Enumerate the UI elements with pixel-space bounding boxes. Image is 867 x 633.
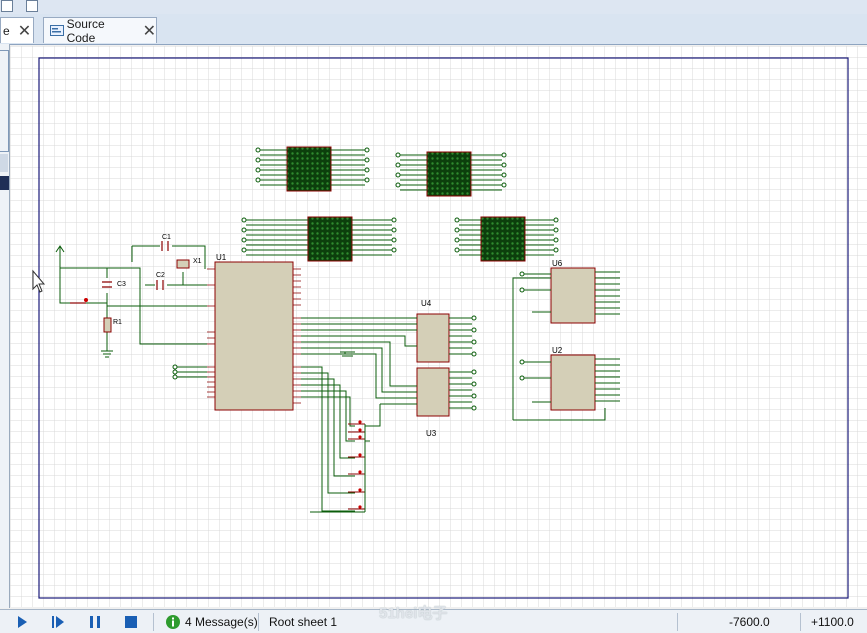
stop-icon[interactable] xyxy=(123,614,139,630)
tab-bar: e ✕ Source Code ✕ xyxy=(0,14,867,45)
capacitor-c1[interactable] xyxy=(161,241,169,251)
status-bar: 4 Message(s) Root sheet 1 51hei电子 -7600.… xyxy=(0,605,867,633)
push-button-contacts xyxy=(358,420,362,509)
label-r1: R1 xyxy=(113,319,122,326)
watermark-text: 51hei电子 xyxy=(379,605,448,622)
message-count[interactable]: 4 Message(s) xyxy=(185,615,258,629)
push-buttons[interactable] xyxy=(348,423,365,510)
chip-u3[interactable] xyxy=(416,367,450,417)
info-icon xyxy=(166,615,180,629)
capacitor-c2[interactable] xyxy=(156,280,164,290)
button-ground-wire xyxy=(310,424,366,513)
label-u2: U2 xyxy=(552,346,563,355)
label-u1: U1 xyxy=(216,253,227,262)
schematic-svg[interactable]: U1 C1 C2 X1 C3 R1 xyxy=(10,46,867,607)
toolbar-icon[interactable] xyxy=(1,0,13,12)
tab-label: Source Code xyxy=(66,16,105,45)
bus-wires xyxy=(301,317,472,512)
panel-frame xyxy=(0,50,9,152)
led-matrix-1[interactable] xyxy=(286,146,332,192)
label-c1: C1 xyxy=(162,234,171,241)
u1-input-terminals xyxy=(172,364,207,380)
panel-header xyxy=(0,154,8,172)
matrix-pin-wires xyxy=(246,149,554,256)
capacitor-c3[interactable] xyxy=(102,281,112,288)
step-icon[interactable] xyxy=(50,614,66,630)
led-matrix-4[interactable] xyxy=(480,216,526,262)
label-u6: U6 xyxy=(552,259,563,268)
power-terminal xyxy=(55,245,65,253)
label-u3: U3 xyxy=(426,429,437,438)
u1-pins xyxy=(207,268,301,404)
mouse-cursor-icon xyxy=(32,269,46,293)
reset-button[interactable] xyxy=(70,298,88,304)
play-icon[interactable] xyxy=(14,614,30,630)
panel-selection xyxy=(0,176,9,190)
chip-u2[interactable] xyxy=(550,354,596,411)
shift-register-terminals xyxy=(519,271,525,381)
status-separator xyxy=(800,613,801,631)
status-separator xyxy=(153,613,154,631)
tab-label: e xyxy=(3,23,10,38)
reset-circuit-wires xyxy=(59,246,207,351)
top-toolbar-strip xyxy=(0,0,867,15)
sheet-border xyxy=(38,57,849,599)
schematic-canvas[interactable]: U1 C1 C2 X1 C3 R1 xyxy=(10,46,867,607)
sheet-name: Root sheet 1 xyxy=(269,615,338,629)
decoder-output-terminals xyxy=(471,315,477,411)
tab-source-code[interactable]: Source Code ✕ xyxy=(43,16,157,45)
toolbar-arrow-icon[interactable] xyxy=(26,0,38,12)
chip-u6[interactable] xyxy=(550,267,596,324)
source-code-icon xyxy=(50,25,64,36)
chip-u4[interactable] xyxy=(416,313,450,363)
led-matrix-3[interactable] xyxy=(307,216,353,262)
led-matrix-2[interactable] xyxy=(426,151,472,197)
label-x1: X1 xyxy=(193,258,202,265)
shift-register-wires xyxy=(512,271,620,421)
left-panel[interactable] xyxy=(0,44,10,608)
chip-u1[interactable] xyxy=(214,261,294,411)
close-icon[interactable]: ✕ xyxy=(17,22,32,40)
label-c3: C3 xyxy=(117,281,126,288)
status-separator xyxy=(677,613,678,631)
ground-symbol xyxy=(101,350,113,358)
label-u4: U4 xyxy=(421,299,432,308)
status-separator xyxy=(258,613,259,631)
tab-schematic[interactable]: e ✕ xyxy=(0,17,34,43)
label-c2: C2 xyxy=(156,272,165,279)
resistor-r1[interactable] xyxy=(103,317,112,333)
close-icon[interactable]: ✕ xyxy=(142,22,156,40)
matrix-pin-terminals xyxy=(241,147,559,253)
pause-icon[interactable] xyxy=(87,614,103,630)
coordinate-x: -7600.0 xyxy=(729,615,770,629)
coordinate-y: +1100.0 xyxy=(811,615,854,629)
crystal-x1[interactable] xyxy=(176,259,190,269)
